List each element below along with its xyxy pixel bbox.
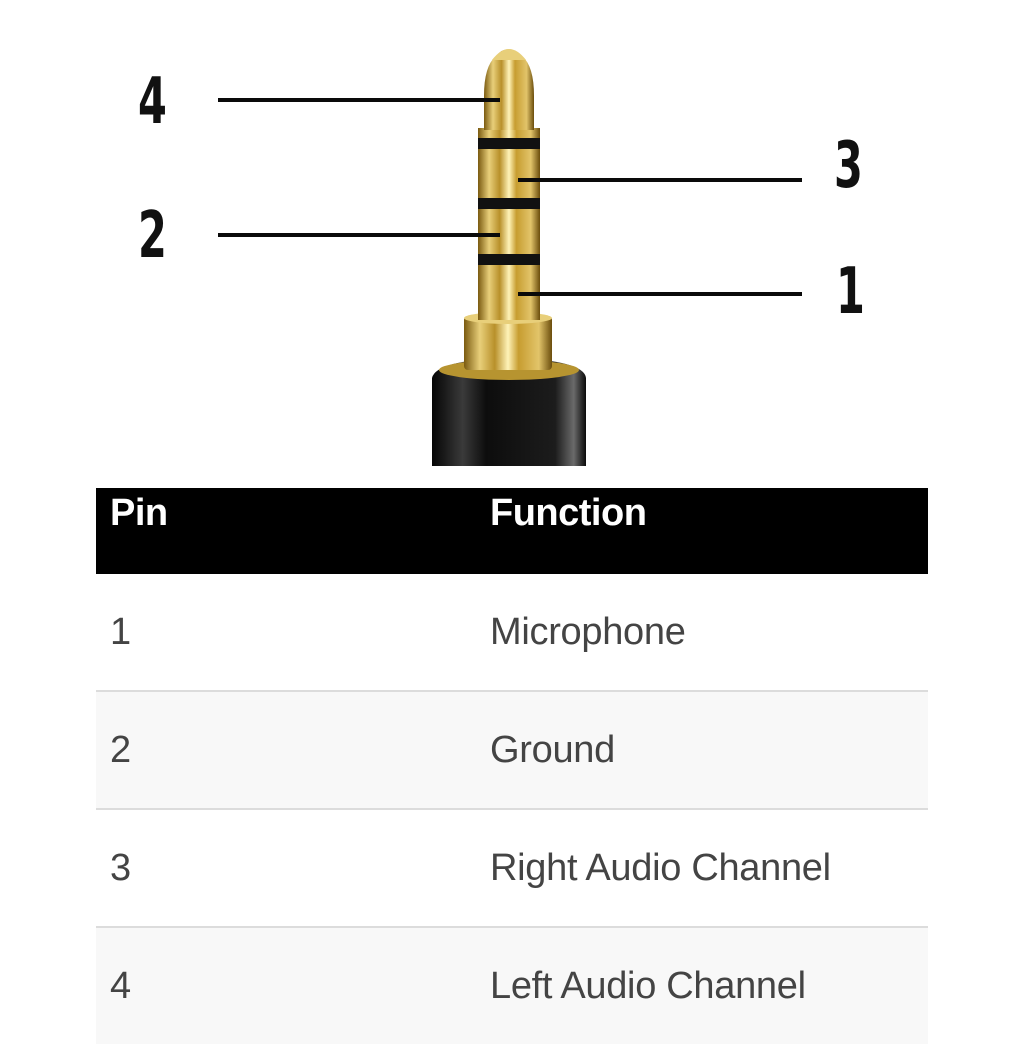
callout-label-4: 4 bbox=[138, 65, 167, 139]
callout-label-3: 3 bbox=[834, 129, 863, 203]
callout-leader-1 bbox=[518, 292, 802, 296]
table-row: 1 Microphone bbox=[96, 574, 928, 692]
cell-pin: 2 bbox=[96, 691, 490, 810]
header-pin: Pin bbox=[96, 488, 490, 574]
callout-leader-2 bbox=[218, 233, 500, 237]
cell-function: Ground bbox=[490, 691, 928, 810]
cell-pin: 4 bbox=[96, 927, 490, 1044]
callout-label-1: 1 bbox=[836, 255, 865, 329]
header-function: Function bbox=[490, 488, 928, 574]
pin-function-table: Pin Function 1 Microphone 2 Ground 3 Rig… bbox=[96, 488, 928, 1044]
cell-function: Right Audio Channel bbox=[490, 809, 928, 928]
callout-leader-3 bbox=[518, 178, 802, 182]
table-row: 4 Left Audio Channel bbox=[96, 927, 928, 1044]
trrs-plug-icon bbox=[432, 49, 586, 466]
cell-pin: 3 bbox=[96, 809, 490, 928]
table-header-row: Pin Function bbox=[96, 488, 928, 574]
table-row: 2 Ground bbox=[96, 691, 928, 810]
trrs-plug-diagram: 4 3 2 1 bbox=[0, 0, 1024, 470]
cell-function: Left Audio Channel bbox=[490, 927, 928, 1044]
table-row: 3 Right Audio Channel bbox=[96, 809, 928, 928]
callout-label-2: 2 bbox=[138, 199, 167, 273]
cell-pin: 1 bbox=[96, 574, 490, 692]
callout-leader-4 bbox=[218, 98, 500, 102]
cell-function: Microphone bbox=[490, 574, 928, 692]
